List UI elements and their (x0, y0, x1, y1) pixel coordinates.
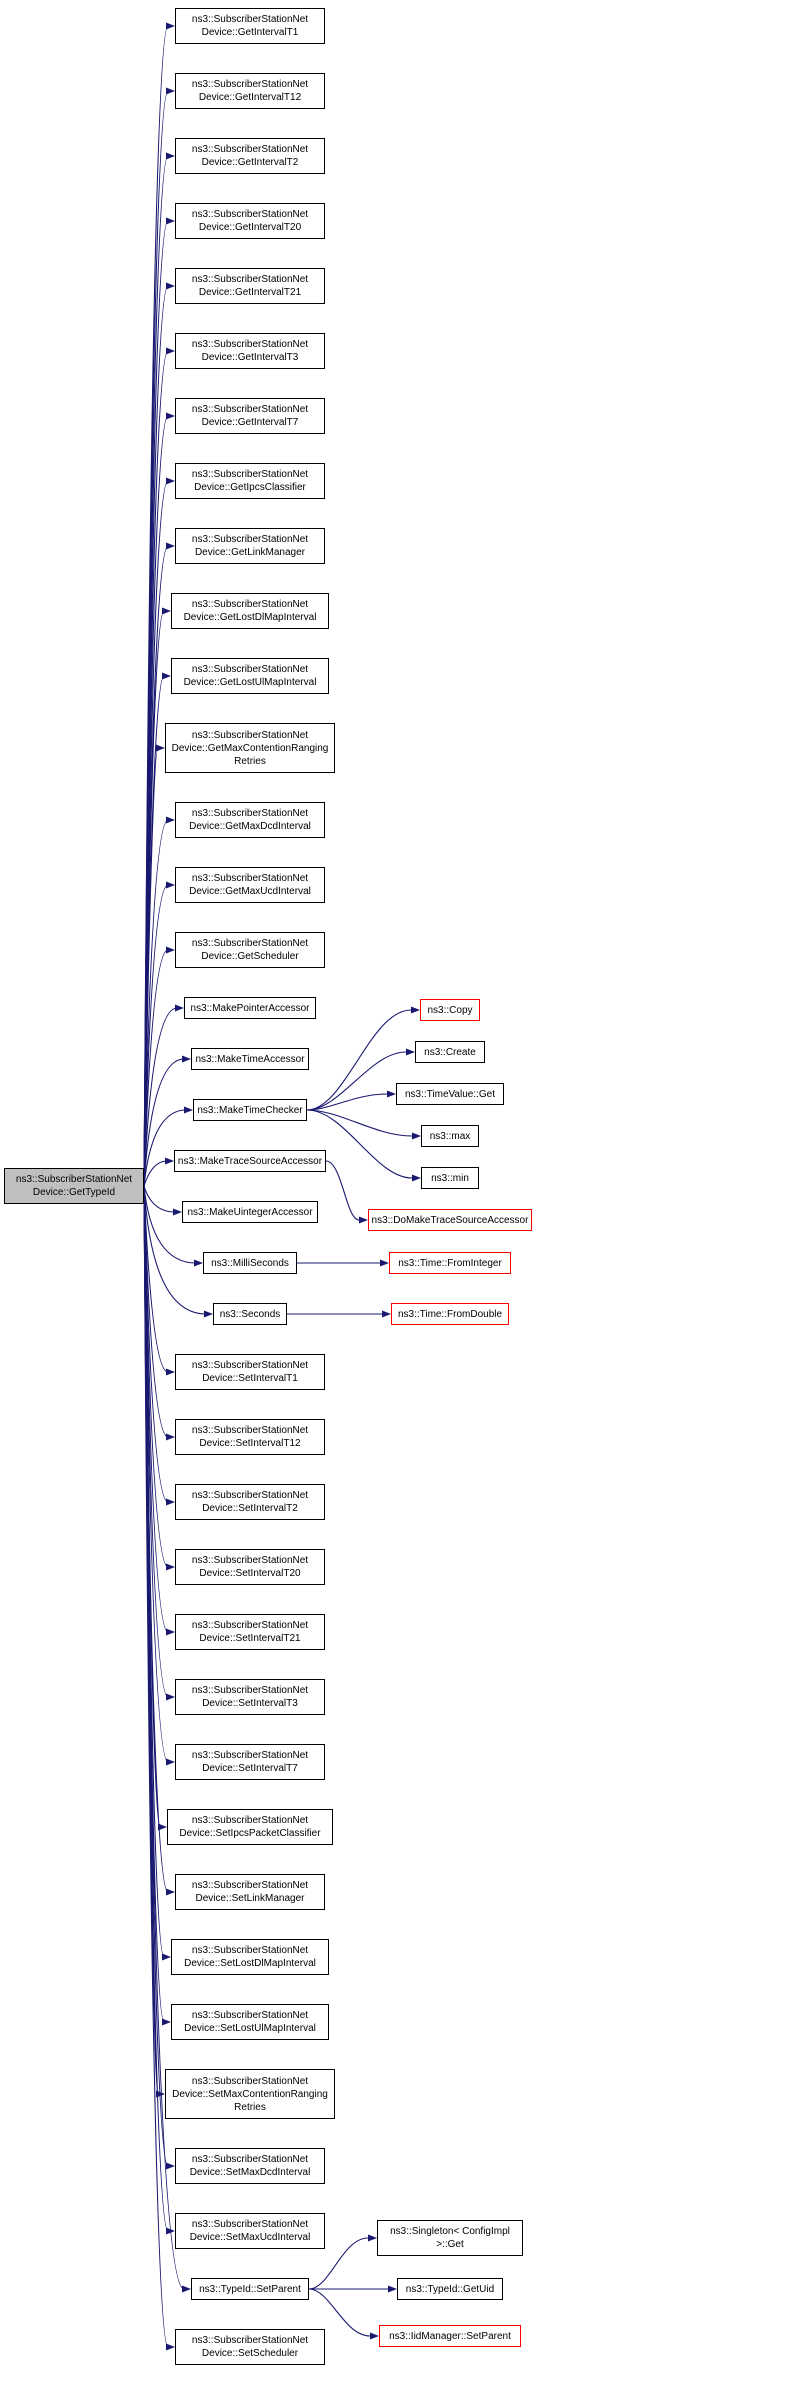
node-set-max-contention-ranging-retries[interactable]: ns3::SubscriberStationNet Device::SetMax… (165, 2069, 335, 2119)
node-milliseconds[interactable]: ns3::MilliSeconds (203, 1252, 297, 1274)
node-typeid-set-parent[interactable]: ns3::TypeId::SetParent (191, 2278, 309, 2300)
node-get-interval-t2[interactable]: ns3::SubscriberStationNet Device::GetInt… (175, 138, 325, 174)
node-min[interactable]: ns3::min (421, 1167, 479, 1189)
node-set-interval-t12[interactable]: ns3::SubscriberStationNet Device::SetInt… (175, 1419, 325, 1455)
node-set-ipcs-packet-classifier[interactable]: ns3::SubscriberStationNet Device::SetIpc… (167, 1809, 333, 1845)
node-get-interval-t21[interactable]: ns3::SubscriberStationNet Device::GetInt… (175, 268, 325, 304)
node-set-interval-t3[interactable]: ns3::SubscriberStationNet Device::SetInt… (175, 1679, 325, 1715)
node-set-max-ucd-interval[interactable]: ns3::SubscriberStationNet Device::SetMax… (175, 2213, 325, 2249)
node-get-max-contention-ranging-retries[interactable]: ns3::SubscriberStationNet Device::GetMax… (165, 723, 335, 773)
node-timevalue-get[interactable]: ns3::TimeValue::Get (396, 1083, 504, 1105)
node-seconds[interactable]: ns3::Seconds (213, 1303, 287, 1325)
node-get-lost-dl-map-interval[interactable]: ns3::SubscriberStationNet Device::GetLos… (171, 593, 329, 629)
node-set-scheduler[interactable]: ns3::SubscriberStationNet Device::SetSch… (175, 2329, 325, 2365)
node-get-link-manager[interactable]: ns3::SubscriberStationNet Device::GetLin… (175, 528, 325, 564)
node-get-interval-t3[interactable]: ns3::SubscriberStationNet Device::GetInt… (175, 333, 325, 369)
node-get-ipcs-classifier[interactable]: ns3::SubscriberStationNet Device::GetIpc… (175, 463, 325, 499)
node-get-lost-ul-map-interval[interactable]: ns3::SubscriberStationNet Device::GetLos… (171, 658, 329, 694)
node-make-trace-source-accessor[interactable]: ns3::MakeTraceSourceAccessor (174, 1150, 326, 1172)
node-get-scheduler[interactable]: ns3::SubscriberStationNet Device::GetSch… (175, 932, 325, 968)
node-set-interval-t1[interactable]: ns3::SubscriberStationNet Device::SetInt… (175, 1354, 325, 1390)
node-set-lost-dl-map-interval[interactable]: ns3::SubscriberStationNet Device::SetLos… (171, 1939, 329, 1975)
node-make-pointer-accessor[interactable]: ns3::MakePointerAccessor (184, 997, 316, 1019)
node-make-time-accessor[interactable]: ns3::MakeTimeAccessor (191, 1048, 309, 1070)
node-get-interval-t12[interactable]: ns3::SubscriberStationNet Device::GetInt… (175, 73, 325, 109)
node-gettypeid: ns3::SubscriberStationNet Device::GetTyp… (4, 1168, 144, 1204)
node-set-max-dcd-interval[interactable]: ns3::SubscriberStationNet Device::SetMax… (175, 2148, 325, 2184)
node-make-time-checker[interactable]: ns3::MakeTimeChecker (193, 1099, 307, 1121)
node-time-from-integer[interactable]: ns3::Time::FromInteger (389, 1252, 511, 1274)
node-set-link-manager[interactable]: ns3::SubscriberStationNet Device::SetLin… (175, 1874, 325, 1910)
node-time-from-double[interactable]: ns3::Time::FromDouble (391, 1303, 509, 1325)
node-get-interval-t20[interactable]: ns3::SubscriberStationNet Device::GetInt… (175, 203, 325, 239)
node-make-uinteger-accessor[interactable]: ns3::MakeUintegerAccessor (182, 1201, 318, 1223)
node-set-lost-ul-map-interval[interactable]: ns3::SubscriberStationNet Device::SetLos… (171, 2004, 329, 2040)
node-copy[interactable]: ns3::Copy (420, 999, 480, 1021)
node-set-interval-t20[interactable]: ns3::SubscriberStationNet Device::SetInt… (175, 1549, 325, 1585)
node-get-max-ucd-interval[interactable]: ns3::SubscriberStationNet Device::GetMax… (175, 867, 325, 903)
node-singleton-configimpl-get[interactable]: ns3::Singleton< ConfigImpl >::Get (377, 2220, 523, 2256)
node-typeid-get-uid[interactable]: ns3::TypeId::GetUid (397, 2278, 503, 2300)
node-set-interval-t2[interactable]: ns3::SubscriberStationNet Device::SetInt… (175, 1484, 325, 1520)
node-do-make-trace-source-accessor[interactable]: ns3::DoMakeTraceSourceAccessor (368, 1209, 532, 1231)
node-get-max-dcd-interval[interactable]: ns3::SubscriberStationNet Device::GetMax… (175, 802, 325, 838)
node-set-interval-t7[interactable]: ns3::SubscriberStationNet Device::SetInt… (175, 1744, 325, 1780)
node-create[interactable]: ns3::Create (415, 1041, 485, 1063)
node-iidmanager-set-parent[interactable]: ns3::IidManager::SetParent (379, 2325, 521, 2347)
node-get-interval-t7[interactable]: ns3::SubscriberStationNet Device::GetInt… (175, 398, 325, 434)
node-set-interval-t21[interactable]: ns3::SubscriberStationNet Device::SetInt… (175, 1614, 325, 1650)
node-max[interactable]: ns3::max (421, 1125, 479, 1147)
node-get-interval-t1[interactable]: ns3::SubscriberStationNet Device::GetInt… (175, 8, 325, 44)
